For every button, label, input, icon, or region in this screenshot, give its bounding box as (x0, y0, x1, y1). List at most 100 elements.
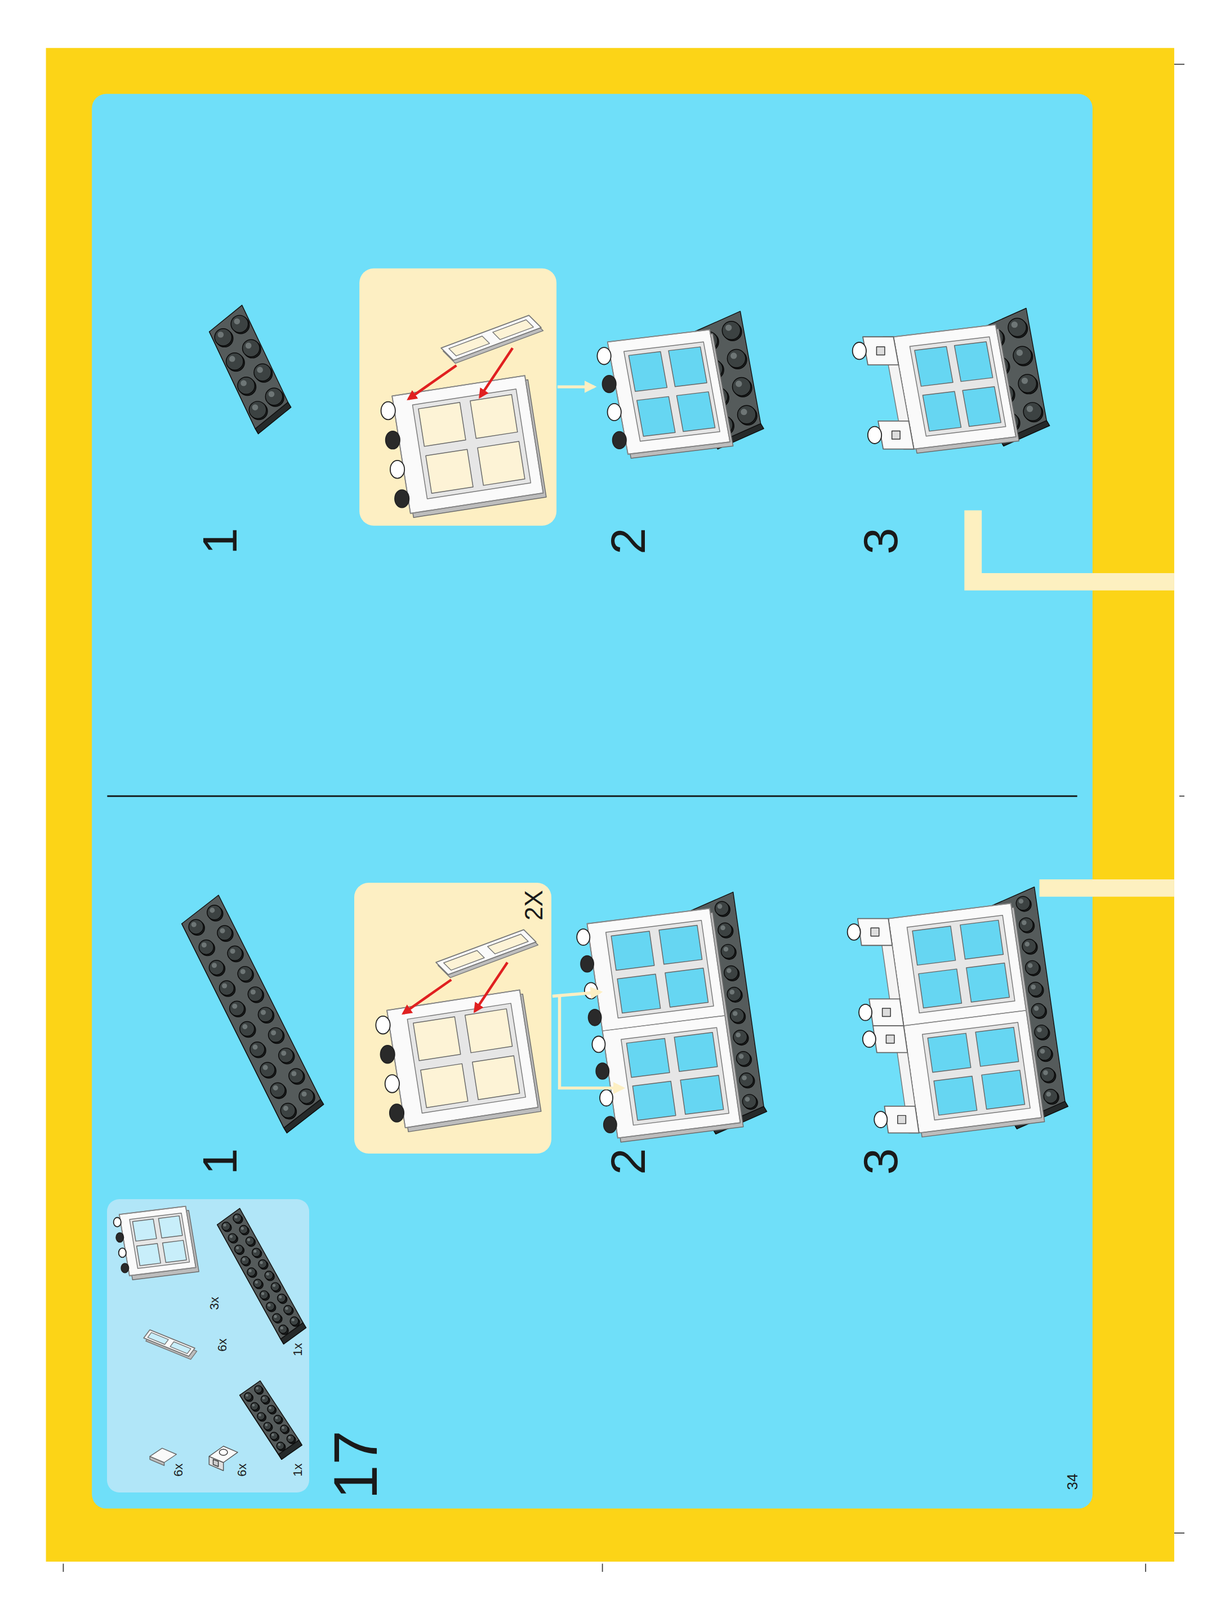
brick-stud (867, 426, 882, 444)
window-pane (413, 1017, 461, 1062)
window-pane (658, 925, 703, 965)
stud-highlight (726, 968, 732, 974)
stud-highlight (250, 989, 256, 995)
plate-stud (271, 1282, 280, 1292)
plate-stud (230, 315, 248, 333)
window-pane (665, 968, 709, 1008)
callout-arrow (559, 996, 623, 1089)
window-pane (912, 926, 956, 966)
window-pane (668, 346, 707, 387)
plate-stud (718, 923, 733, 938)
part-count: 6x (216, 1339, 229, 1353)
stud-highlight (219, 928, 225, 934)
frame-stud (576, 929, 590, 946)
stud-highlight (1011, 321, 1018, 328)
stud-highlight (252, 1044, 258, 1050)
plate-stud (722, 321, 741, 340)
frame-stud (596, 347, 611, 365)
crop-mark (1174, 63, 1185, 65)
plate-stud (261, 1396, 269, 1404)
frame-stud (584, 982, 598, 1000)
brick-stud (858, 1004, 872, 1022)
brick-clip (885, 1035, 895, 1045)
callout-box: 2X (354, 883, 552, 1154)
window-recess (624, 341, 720, 442)
frame-stud (385, 1075, 400, 1094)
window-recess (606, 920, 714, 1019)
stud-highlight (272, 1284, 276, 1288)
plate-stud (229, 1001, 245, 1017)
frame-outline (903, 1010, 1042, 1134)
plate-stud (214, 328, 232, 346)
frame-stud (588, 1009, 602, 1027)
plate-stud (730, 1009, 745, 1024)
crop-mark (62, 1563, 64, 1573)
brick-stud (852, 342, 867, 360)
stud-highlight (1034, 1006, 1040, 1012)
stud-highlight (268, 1304, 271, 1308)
stud-highlight (723, 947, 729, 953)
window-pane (628, 351, 667, 392)
window-recess (407, 1003, 526, 1114)
stud-highlight (1018, 898, 1024, 904)
window-pane-part (435, 930, 537, 976)
frame-outline (602, 1016, 741, 1139)
plate-stud (1016, 896, 1031, 911)
window-pane (933, 1076, 978, 1116)
assembly-arrow (474, 963, 508, 1013)
stud-highlight (256, 367, 264, 374)
stud-highlight (232, 1004, 238, 1010)
window-pane (132, 1219, 158, 1242)
plate-stud (227, 946, 243, 961)
stud-highlight (252, 1404, 256, 1408)
stud-highlight (269, 1407, 273, 1411)
frame-stud (385, 431, 400, 450)
frame-stud (118, 1248, 127, 1259)
stud-highlight (1046, 1092, 1052, 1098)
window-pane (632, 1081, 676, 1121)
stud-highlight (221, 983, 227, 989)
node-artwork (113, 1206, 307, 1472)
stud-highlight (252, 404, 259, 411)
plate-stud (280, 1425, 288, 1433)
clip-brick (862, 336, 899, 365)
frame-outline (391, 375, 543, 514)
pane-opening (448, 336, 490, 356)
frame-stud (389, 1104, 404, 1123)
window-pane (975, 1027, 1019, 1067)
window-pane (626, 1038, 670, 1078)
plate-stud (724, 965, 739, 980)
step-number: 3 (856, 527, 904, 555)
stud-highlight (230, 948, 236, 955)
stud-highlight (255, 1281, 258, 1285)
stud-highlight (283, 1106, 289, 1112)
sub-assembly-bar (1039, 879, 1175, 898)
window-pane-part (440, 315, 542, 361)
plate-stud (742, 1094, 757, 1109)
assembly-arrow (408, 365, 457, 400)
stud-highlight (738, 1054, 744, 1060)
plate-stud (247, 1268, 256, 1277)
brick-stud (847, 924, 861, 941)
node-illustration (107, 1199, 310, 1493)
plate-stud (268, 1027, 284, 1043)
step-number: 3 (856, 1148, 904, 1176)
part-count: 1x (291, 1343, 305, 1357)
plate-stud (274, 1415, 282, 1424)
brick-stud (219, 1449, 229, 1456)
plate-stud (217, 925, 233, 941)
window-recess (621, 1027, 729, 1126)
plate-stud (1031, 1004, 1046, 1019)
frame-stud (113, 1218, 122, 1228)
plate-stud (714, 901, 729, 916)
plate-stud (1023, 402, 1042, 421)
plate-stud (257, 1413, 265, 1421)
brick-clip (882, 1008, 891, 1018)
stud-highlight (281, 1050, 287, 1056)
stud-highlight (740, 408, 747, 416)
stud-highlight (245, 1394, 249, 1398)
stud-highlight (1016, 349, 1023, 356)
stud-highlight (720, 925, 726, 931)
